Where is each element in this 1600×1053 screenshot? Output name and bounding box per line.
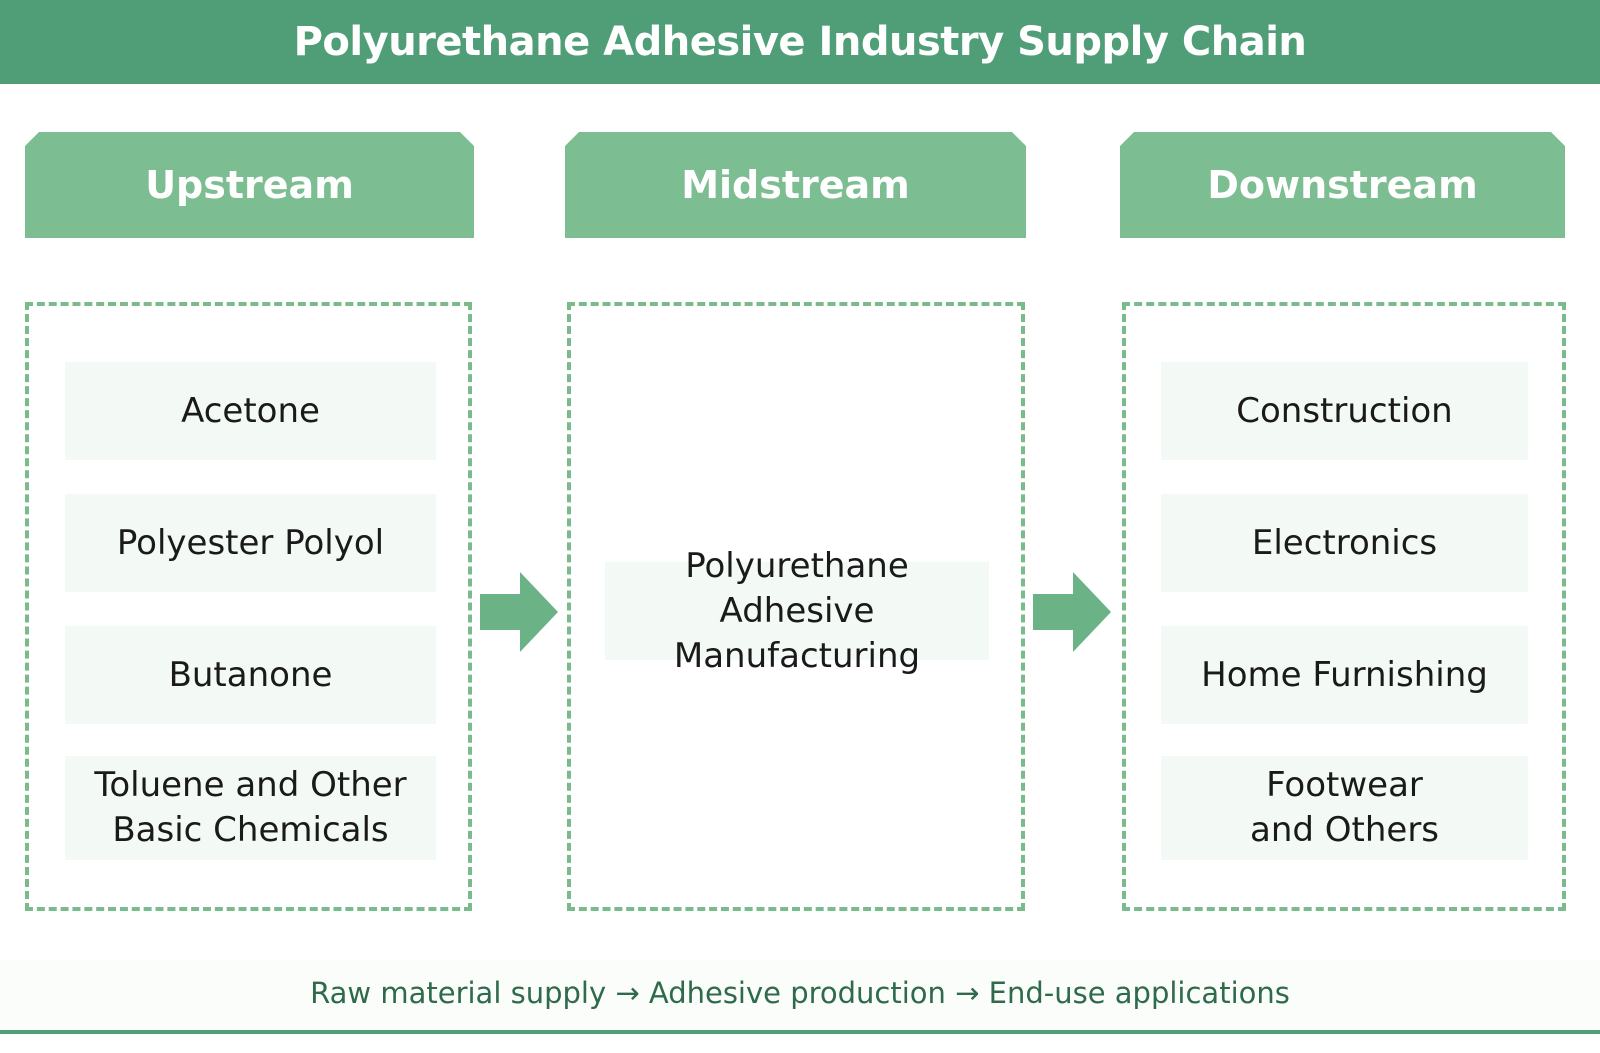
downstream-item-home-furnishing: Home Furnishing [1161, 626, 1528, 724]
diagram-title: Polyurethane Adhesive Industry Supply Ch… [293, 19, 1307, 65]
flow-arrow-upstream-to-midstream [480, 572, 558, 652]
box-downstream [1122, 302, 1566, 911]
upstream-item-polyester-polyol: Polyester Polyol [65, 494, 436, 592]
footer-flow-summary: Raw material supply → Adhesive productio… [310, 976, 1290, 1010]
header-upstream-label: Upstream [145, 163, 354, 207]
downstream-item-construction: Construction [1161, 362, 1528, 460]
footer-line [0, 1030, 1600, 1034]
box-midstream [567, 302, 1025, 911]
upstream-item-acetone: Acetone [65, 362, 436, 460]
header-upstream: Upstream [25, 132, 474, 238]
upstream-item-toluene: Toluene and Other Basic Chemicals [65, 756, 436, 860]
title-bar: Polyurethane Adhesive Industry Supply Ch… [0, 0, 1600, 84]
flow-arrow-midstream-to-downstream [1033, 572, 1111, 652]
upstream-item-butanone: Butanone [65, 626, 436, 724]
downstream-item-electronics: Electronics [1161, 494, 1528, 592]
header-midstream: Midstream [565, 132, 1026, 238]
header-downstream: Downstream [1120, 132, 1565, 238]
midstream-item-manufacturing: Polyurethane Adhesive Manufacturing [605, 546, 989, 676]
downstream-item-footwear: Footwear and Others [1161, 756, 1528, 860]
header-midstream-label: Midstream [681, 163, 910, 207]
header-downstream-label: Downstream [1207, 163, 1478, 207]
box-upstream [25, 302, 472, 911]
footer-band [0, 960, 1600, 1030]
